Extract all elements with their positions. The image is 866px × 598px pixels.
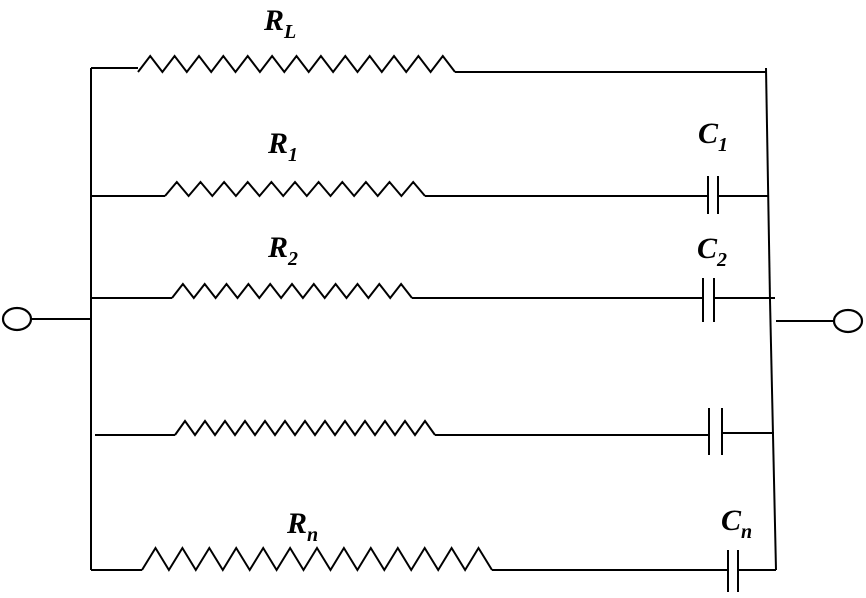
left-terminal: [1, 306, 91, 332]
branch-rl: [91, 54, 766, 74]
resistor-rl: [137, 54, 456, 74]
resistor-r2: [171, 282, 413, 300]
right-bus-lower: [769, 299, 777, 571]
resistor-r1: [164, 180, 426, 198]
branch-1: [91, 176, 768, 214]
branch-2: [91, 278, 775, 322]
label-r2: R2: [267, 231, 298, 270]
resistor-r3: [174, 419, 436, 437]
right-terminal: [776, 308, 864, 334]
left-terminal-circle: [1, 306, 33, 332]
label-rn: Rn: [286, 507, 318, 546]
right-terminal-circle: [832, 308, 864, 334]
label-c2: C2: [697, 232, 727, 271]
label-cn: Cn: [721, 504, 752, 543]
branch-3: [95, 408, 774, 455]
label-r1: R1: [267, 127, 298, 166]
label-rl: RL: [263, 4, 296, 43]
branch-n: [91, 546, 776, 592]
resistor-rn: [141, 546, 493, 572]
right-bus-upper: [765, 67, 771, 301]
label-c1: C1: [698, 117, 728, 156]
